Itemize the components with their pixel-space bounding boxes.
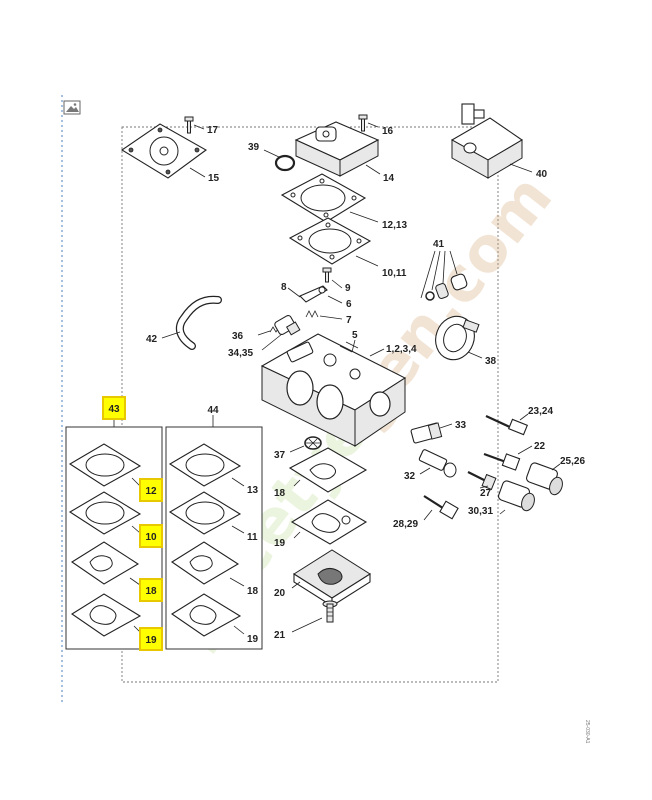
kit-44-part-19: 19 xyxy=(247,634,259,645)
valve-33 xyxy=(410,422,443,444)
kit-43-part-10[interactable]: 10 xyxy=(139,524,163,548)
callout-9: 9 xyxy=(345,283,351,294)
kit-44-gasket xyxy=(168,491,242,535)
kit-43-part-12[interactable]: 12 xyxy=(139,478,163,502)
screw-16 xyxy=(358,114,368,120)
callout-17: 17 xyxy=(207,125,219,136)
cover-20 xyxy=(293,549,371,607)
callout-22: 22 xyxy=(534,441,546,452)
picture-icon[interactable] xyxy=(63,100,81,115)
callout-30-31: 30,31 xyxy=(468,506,493,517)
kit-44-part-18: 18 xyxy=(247,586,259,597)
callout-8: 8 xyxy=(281,282,287,293)
svg-text:10: 10 xyxy=(145,532,157,543)
callout-14: 14 xyxy=(383,173,395,184)
callout-36: 36 xyxy=(232,331,244,342)
idle-screw-34-35 xyxy=(274,314,301,336)
callout-37: 37 xyxy=(274,450,286,461)
callout-38: 38 xyxy=(485,356,497,367)
callout-27: 27 xyxy=(480,488,492,499)
callout-6: 6 xyxy=(346,299,352,310)
kit-44-gasket-19 xyxy=(170,593,242,637)
callout-42: 42 xyxy=(146,334,158,345)
pump-cover-40 xyxy=(450,103,524,179)
callout-21: 21 xyxy=(274,630,286,641)
needle-27 xyxy=(467,471,497,491)
filter-37 xyxy=(304,436,322,450)
screw-9 xyxy=(322,267,332,283)
callout-28-29: 28,29 xyxy=(393,519,418,530)
limiter-cap-30-31 xyxy=(498,480,535,512)
kit-44-gasket-18 xyxy=(170,541,240,585)
gasket-10-11 xyxy=(288,217,372,265)
svg-text:12: 12 xyxy=(145,486,157,497)
screw-17 xyxy=(184,116,194,134)
svg-text:19: 19 xyxy=(145,635,157,646)
needle-28-29 xyxy=(423,495,459,520)
screw-32 xyxy=(418,449,457,478)
needle-22 xyxy=(483,452,521,471)
callout-7: 7 xyxy=(346,315,352,326)
needle-23-24 xyxy=(485,415,529,436)
kit-43-part-19[interactable]: 19 xyxy=(139,627,163,651)
o-ring-39 xyxy=(274,154,296,172)
kit-44-diaphragm xyxy=(168,443,242,487)
kit-43-part-18[interactable]: 18 xyxy=(139,578,163,602)
kit-43-diaphragm xyxy=(68,443,142,487)
kit-43-gasket-19 xyxy=(70,593,142,637)
callout-18-center: 18 xyxy=(274,488,286,499)
kit-44-part-13: 13 xyxy=(247,485,259,496)
kit-44-part-11: 11 xyxy=(247,532,258,543)
callout-34-35: 34,35 xyxy=(228,348,253,359)
callout-23-24: 23,24 xyxy=(528,406,553,417)
kit-43-label[interactable]: 43 xyxy=(108,404,120,415)
callout-32: 32 xyxy=(404,471,416,482)
diaphragm-12-13 xyxy=(280,173,367,223)
callout-1-2-3-4: 1,2,3,4 xyxy=(386,344,417,355)
kit-44-label[interactable]: 44 xyxy=(207,405,219,416)
callout-10-11: 10,11 xyxy=(382,268,407,279)
callout-41: 41 xyxy=(433,239,445,250)
callout-33: 33 xyxy=(455,420,467,431)
kit-43-highlight xyxy=(102,396,126,420)
svg-text:18: 18 xyxy=(145,586,157,597)
callout-39: 39 xyxy=(248,142,260,153)
jet-kit-41 xyxy=(425,273,468,301)
diagram-code: 25-030-A1 xyxy=(584,720,590,744)
gasket-19-center xyxy=(290,499,368,545)
spring-7 xyxy=(305,310,319,318)
callout-15: 15 xyxy=(208,173,220,184)
carburetor-body xyxy=(260,333,407,447)
callout-12-13: 12,13 xyxy=(382,220,407,231)
screw-21 xyxy=(322,600,338,623)
throttle-cap-38 xyxy=(435,315,480,361)
callout-19-center: 19 xyxy=(274,538,286,549)
callout-20: 20 xyxy=(274,588,286,599)
kit-43-gasket xyxy=(68,491,142,535)
callout-5: 5 xyxy=(352,330,358,341)
callout-40: 40 xyxy=(536,169,548,180)
limiter-cap-25-26 xyxy=(526,462,563,496)
callout-16: 16 xyxy=(382,126,394,137)
callout-25-26: 25,26 xyxy=(560,456,585,467)
control-lever-8 xyxy=(299,285,328,303)
pump-cover-14 xyxy=(294,121,380,177)
cover-plate-15 xyxy=(120,123,208,179)
gasket-18-center xyxy=(288,447,368,493)
kit-43-gasket-18 xyxy=(70,541,140,585)
